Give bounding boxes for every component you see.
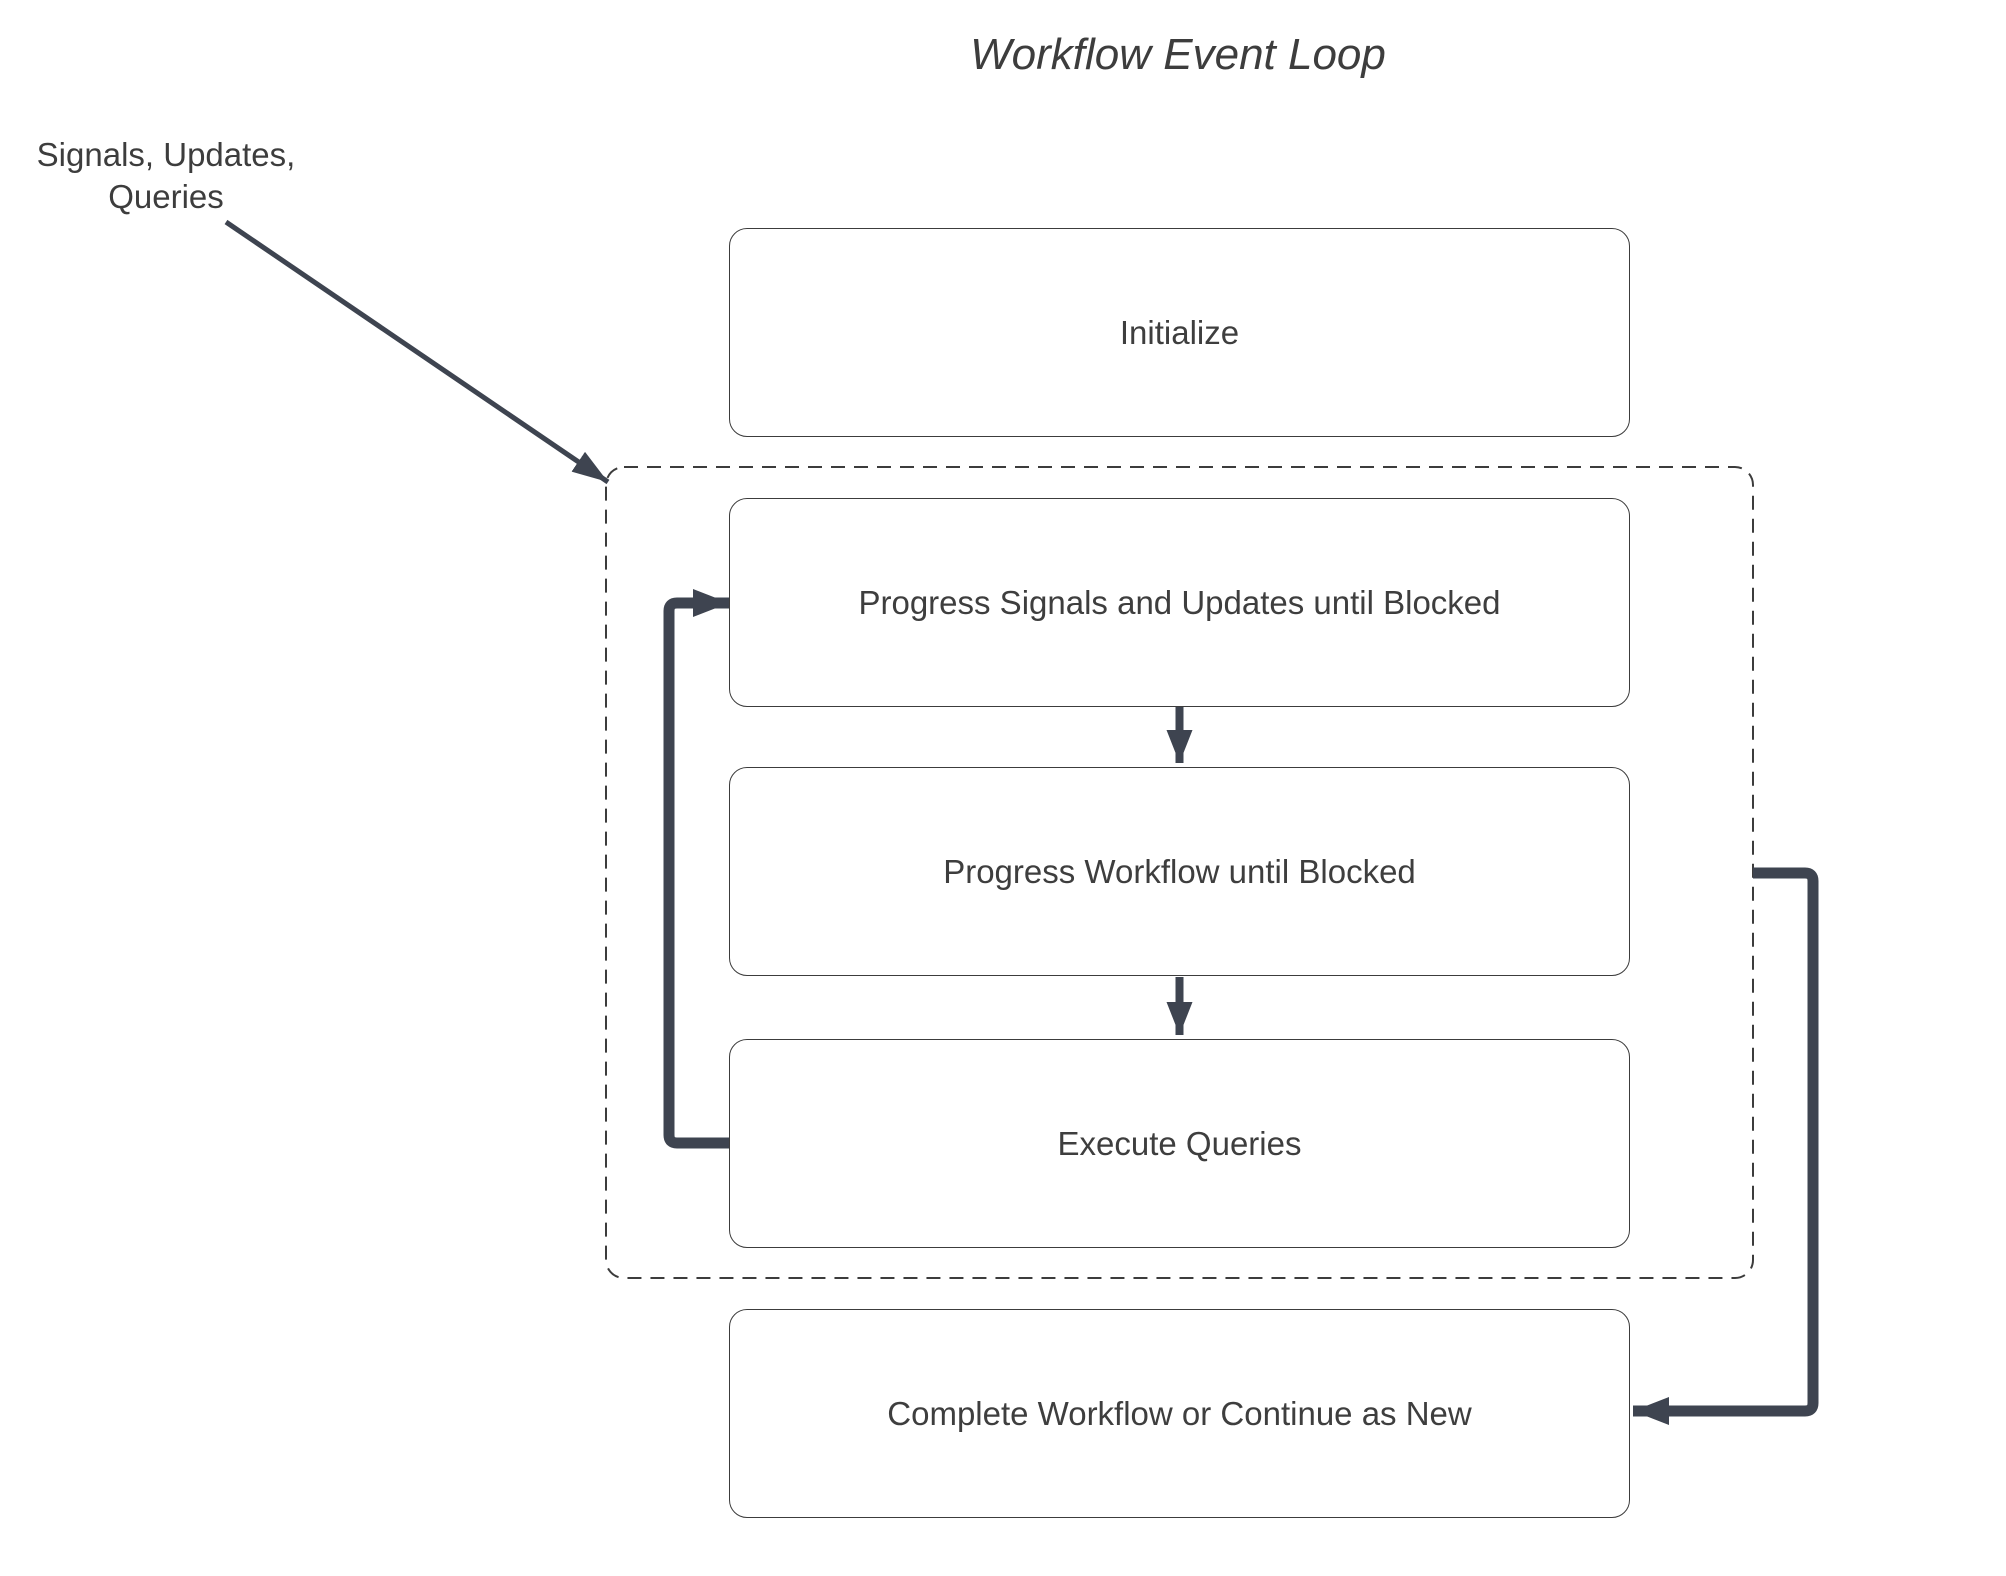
- annotation-line-2: Queries: [108, 178, 224, 215]
- connector-event-loop-to-complete: [1633, 867, 1819, 1425]
- node-progress-workflow-label: Progress Workflow until Blocked: [943, 852, 1416, 890]
- connector-signals-input-arrow: [224, 219, 610, 485]
- signals-updates-queries-label: Signals, Updates, Queries: [37, 134, 296, 218]
- diagram-title: Workflow Event Loop: [970, 30, 1386, 79]
- annotation-line-1: Signals, Updates,: [36, 136, 296, 173]
- node-initialize-label: Initialize: [1119, 313, 1240, 351]
- node-initialize: Initialize: [729, 228, 1630, 437]
- node-execute-queries-label: Execute Queries: [1057, 1124, 1302, 1162]
- node-progress-signals-and-updates-label: Progress Signals and Updates until Block…: [858, 583, 1501, 621]
- node-complete-workflow-or-continue-as-new: Complete Workflow or Continue as New: [729, 1309, 1630, 1518]
- connector-execute-queries-loop-back: [663, 589, 729, 1149]
- node-progress-signals-and-updates: Progress Signals and Updates until Block…: [729, 498, 1630, 707]
- node-execute-queries: Execute Queries: [729, 1039, 1630, 1248]
- node-complete-workflow-or-continue-as-new-label: Complete Workflow or Continue as New: [887, 1394, 1472, 1432]
- node-progress-workflow: Progress Workflow until Blocked: [729, 767, 1630, 976]
